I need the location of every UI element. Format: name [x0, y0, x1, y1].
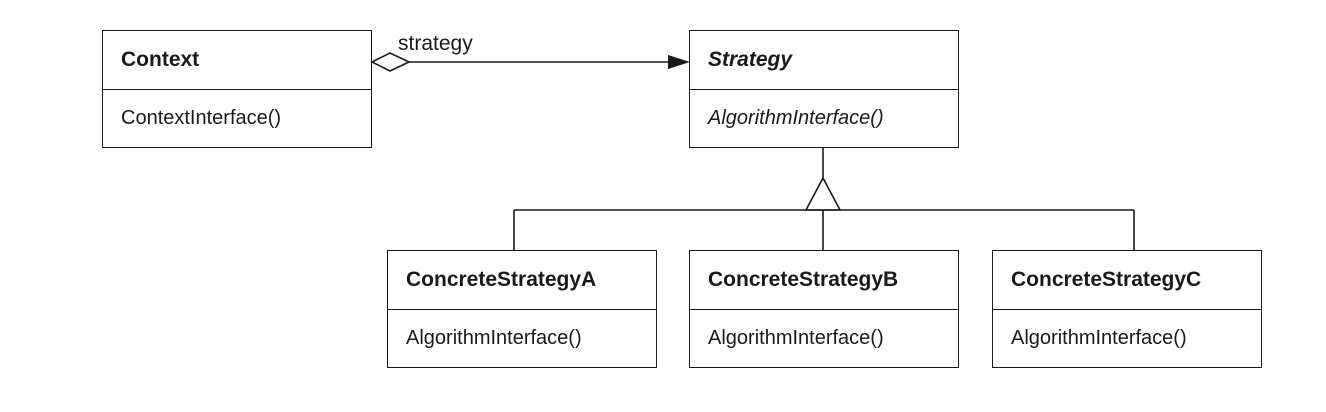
class-name: ConcreteStrategyB — [690, 251, 958, 310]
class-strategy[interactable]: Strategy AlgorithmInterface() — [689, 30, 959, 148]
generalization-triangle — [804, 176, 842, 211]
class-name: Context — [103, 31, 371, 90]
class-name: ConcreteStrategyA — [388, 251, 656, 310]
class-concrete-strategy-b[interactable]: ConcreteStrategyB AlgorithmInterface() — [689, 250, 959, 368]
navigation-arrowhead — [668, 55, 690, 69]
class-context[interactable]: Context ContextInterface() — [102, 30, 372, 148]
aggregation-label: strategy — [398, 32, 473, 55]
class-operation: AlgorithmInterface() — [1011, 327, 1187, 349]
class-name: ConcreteStrategyC — [993, 251, 1261, 310]
class-concrete-strategy-c[interactable]: ConcreteStrategyC AlgorithmInterface() — [992, 250, 1262, 368]
class-operation: ContextInterface() — [121, 107, 282, 129]
class-name: Strategy — [690, 31, 958, 90]
class-operation: AlgorithmInterface() — [406, 327, 582, 349]
class-operation: AlgorithmInterface() — [708, 107, 884, 129]
aggregation-diamond — [370, 52, 411, 72]
class-concrete-strategy-a[interactable]: ConcreteStrategyA AlgorithmInterface() — [387, 250, 657, 368]
class-operation: AlgorithmInterface() — [708, 327, 884, 349]
